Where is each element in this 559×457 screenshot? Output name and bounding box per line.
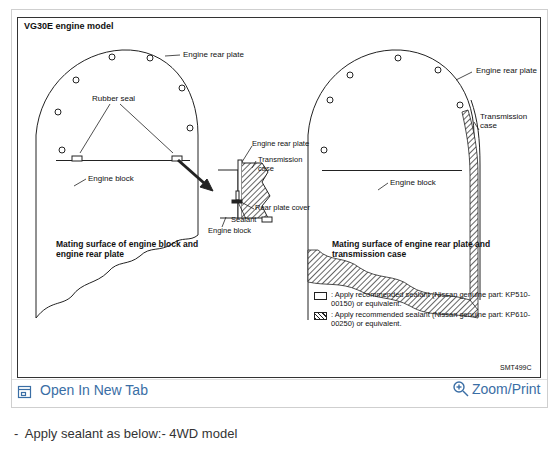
part-name: Transmission case	[258, 156, 310, 173]
leader-line	[165, 55, 180, 56]
link-text: Zoom/Print	[472, 381, 540, 397]
legend-swatch	[314, 312, 327, 320]
bolt-hole	[73, 77, 79, 83]
zoom-icon	[454, 382, 464, 392]
bolt-hole	[187, 125, 193, 131]
leader-line	[222, 217, 226, 227]
diagram-title: VG30E engine model	[24, 21, 114, 31]
leader-line	[242, 146, 252, 162]
legend-text: : Apply recommended sealant (Nissan genu…	[331, 290, 536, 308]
link-text: Open In New Tab	[40, 382, 148, 398]
figure-caption: Mating surface of engine rear plate and …	[332, 240, 512, 260]
part-name: Rubber seal	[92, 94, 135, 103]
bolt-hole	[347, 72, 353, 78]
bolt-hole	[147, 55, 153, 61]
bolt-hole	[327, 97, 333, 103]
detail-arrow	[178, 160, 204, 183]
bolt-hole	[55, 109, 61, 115]
leader-line	[378, 72, 479, 190]
leader-line	[252, 161, 256, 168]
detail-arrow	[200, 179, 213, 191]
legend-text: : Apply recommended sealant (Nissan genu…	[331, 310, 536, 328]
leader-line	[378, 183, 388, 190]
bolt-hole	[395, 55, 401, 61]
figure-caption: Mating surface of engine block and engin…	[56, 240, 226, 260]
open-tab-icon	[19, 389, 31, 390]
legend-entry: : Apply recommended sealant (Nissan genu…	[314, 290, 536, 308]
leader-line	[222, 146, 256, 227]
bolt-hole	[457, 102, 463, 108]
part-name: Sealant	[231, 216, 256, 225]
image-frame	[12, 10, 548, 408]
image-frame	[12, 10, 548, 408]
legend-entry: : Apply recommended sealant (Nissan genu…	[314, 310, 536, 328]
image-frame	[12, 379, 547, 380]
leader-line	[456, 72, 472, 80]
bolt-hole	[59, 147, 65, 153]
part-name: Engine block	[88, 174, 134, 183]
part-name: Engine rear plate	[252, 140, 309, 149]
leader-line	[241, 202, 254, 209]
part-name: Engine rear plate	[476, 66, 537, 75]
leader-line	[74, 179, 86, 186]
bolt-hole	[321, 147, 327, 153]
bolt-hole	[435, 67, 441, 73]
zoom-icon	[463, 391, 468, 396]
leader-line	[80, 104, 110, 153]
zoom-icon	[454, 382, 468, 396]
figure-code: SMT499C	[500, 364, 532, 372]
open-tab-icon	[19, 387, 31, 398]
bolt-hole	[321, 55, 463, 153]
legend-swatch	[314, 292, 327, 300]
body-text: - Apply sealant as below:- 4WD model	[14, 427, 237, 442]
part-name: Rear plate cover	[255, 204, 310, 213]
engine-rear-plate	[36, 50, 198, 318]
part-name: Engine block	[390, 178, 436, 187]
engine-rear-plate	[36, 50, 198, 318]
open-tab-icon	[22, 393, 26, 396]
leader-line	[74, 55, 180, 186]
bolt-hole	[179, 85, 185, 91]
rubber-seal	[72, 156, 182, 161]
zoom-icon	[458, 385, 459, 390]
part-name: Engine block	[208, 227, 251, 236]
sealant-hatch	[308, 110, 478, 318]
bolt-hole	[55, 54, 193, 153]
sealant-swatch	[262, 217, 272, 222]
part-name: Engine rear plate	[183, 50, 244, 59]
section-detail	[218, 170, 238, 218]
engine-rear-plate	[322, 170, 462, 171]
detail-arrow	[178, 160, 213, 191]
sealant-hatch	[462, 110, 478, 310]
part-name: Transmission case	[480, 112, 530, 130]
image-frame	[18, 18, 541, 378]
section-detail	[236, 191, 239, 200]
bolt-hole	[109, 54, 115, 60]
open-tab-icon	[19, 387, 31, 398]
leader-line	[474, 122, 479, 130]
rubber-seal	[72, 156, 82, 161]
leader-line	[120, 104, 173, 153]
